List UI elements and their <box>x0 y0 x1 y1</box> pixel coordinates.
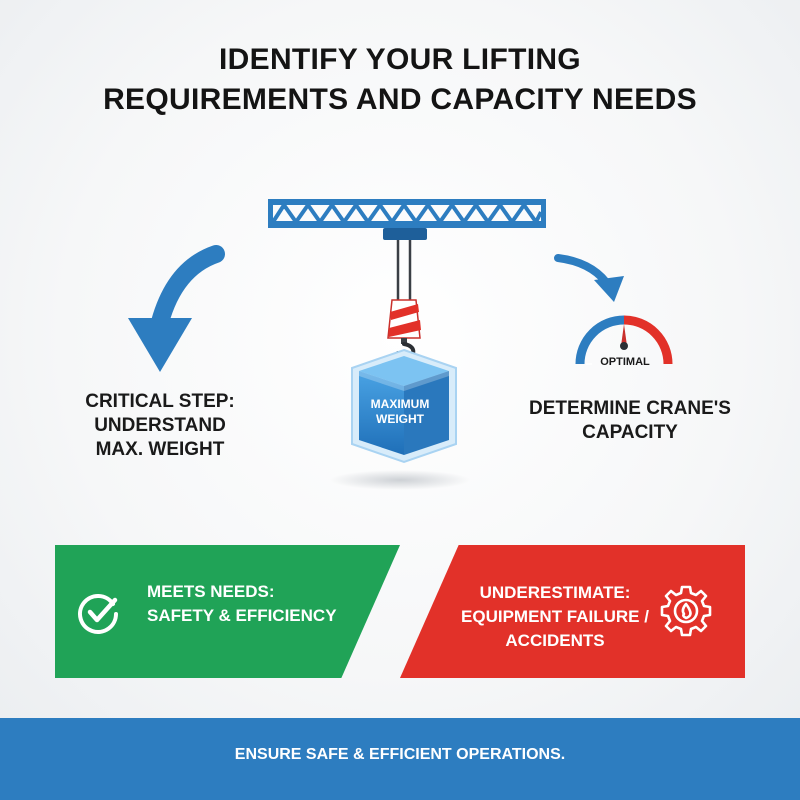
underestimate-line-1: UNDERESTIMATE: <box>479 583 631 602</box>
meets-needs-text: MEETS NEEDS: SAFETY & EFFICIENCY <box>147 580 337 628</box>
underestimate-panel: UNDERESTIMATE: EQUIPMENT FAILURE / ACCID… <box>400 545 745 678</box>
footer-text: ENSURE SAFE & EFFICIENT OPERATIONS. <box>234 746 566 763</box>
meets-needs-panel: MEETS NEEDS: SAFETY & EFFICIENCY <box>55 545 400 678</box>
capacity-gauge-icon <box>575 315 673 365</box>
left-curved-arrow <box>128 245 225 372</box>
crane-cables <box>396 240 412 300</box>
critical-step-label: CRITICAL STEP: UNDERSTAND MAX. WEIGHT <box>60 390 260 462</box>
crane-beam <box>268 199 546 228</box>
page-title: IDENTIFY YOUR LIFTING REQUIREMENTS AND C… <box>0 40 800 120</box>
crane-capacity-line-2: CAPACITY <box>582 422 678 443</box>
underestimate-text: UNDERESTIMATE: EQUIPMENT FAILURE / ACCID… <box>440 581 670 653</box>
load-box-label: MAXIMUM WEIGHT <box>340 397 460 427</box>
title-line-2: REQUIREMENTS AND CAPACITY NEEDS <box>103 83 697 116</box>
gear-warning-icon <box>660 585 712 637</box>
underestimate-line-2: EQUIPMENT FAILURE / <box>461 607 649 626</box>
critical-step-line-2: UNDERSTAND <box>94 415 226 436</box>
underestimate-line-3: ACCIDENTS <box>505 631 605 650</box>
meets-needs-line-1: MEETS NEEDS: <box>147 582 275 601</box>
title-line-1: IDENTIFY YOUR LIFTING <box>219 43 581 76</box>
gauge-label: OPTIMAL <box>600 356 650 368</box>
check-circle-icon <box>78 593 118 634</box>
critical-step-line-1: CRITICAL STEP: <box>85 391 235 412</box>
critical-step-line-3: MAX. WEIGHT <box>95 439 225 460</box>
load-box-line-2: WEIGHT <box>376 412 424 426</box>
footer-banner: ENSURE SAFE & EFFICIENT OPERATIONS. <box>0 718 800 800</box>
box-shadow <box>330 470 470 490</box>
crane-capacity-line-1: DETERMINE CRANE'S <box>529 398 731 419</box>
meets-needs-line-2: SAFETY & EFFICIENCY <box>147 606 337 625</box>
load-box <box>351 348 457 464</box>
crane-capacity-label: DETERMINE CRANE'S CAPACITY <box>505 397 755 445</box>
crane-trolley <box>383 228 427 240</box>
load-box-line-1: MAXIMUM <box>370 397 430 411</box>
right-curved-arrow <box>554 254 624 302</box>
hook-icon <box>387 299 421 362</box>
crane-illustration <box>128 199 673 490</box>
